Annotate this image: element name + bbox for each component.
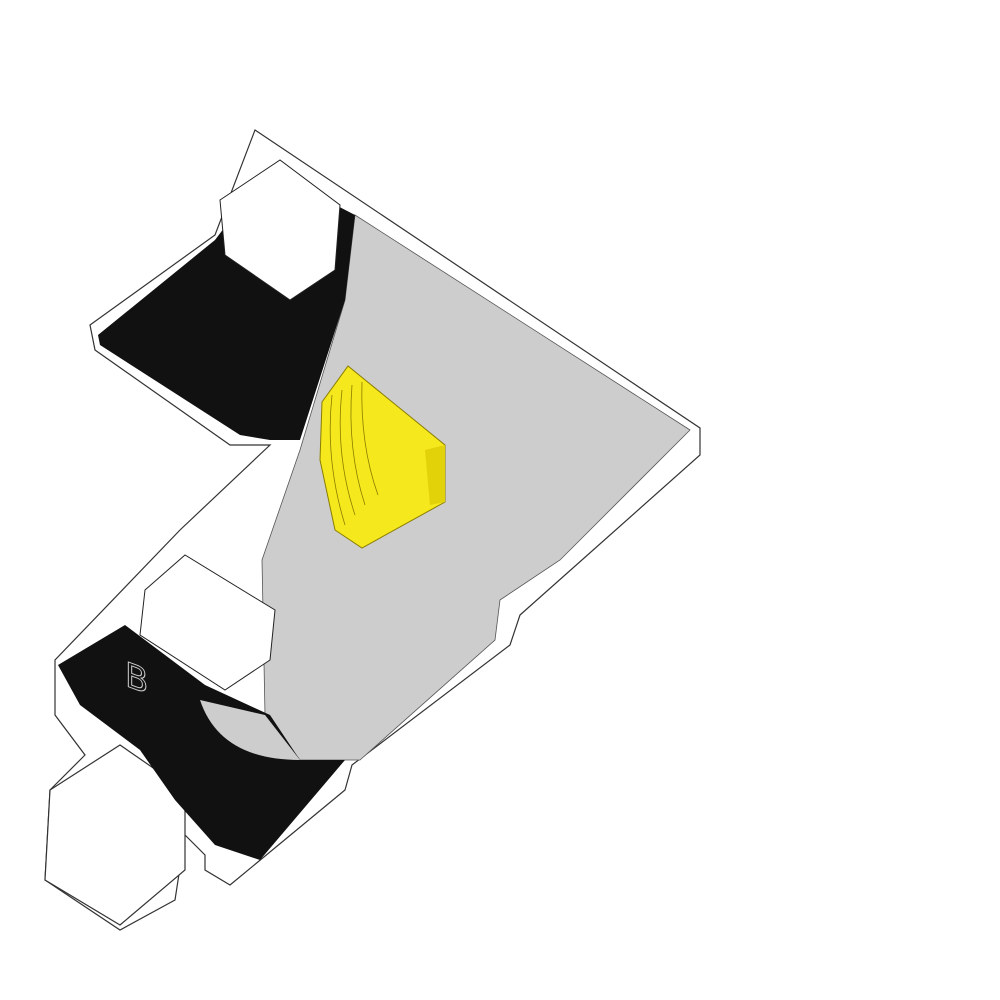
amphitheater-steps (319, 365, 446, 549)
bottom-annex (44, 744, 186, 926)
reception-curve (200, 700, 300, 760)
logo-b: B (125, 655, 148, 703)
meeting-room-boardroom (139, 554, 276, 691)
glass-room-top (219, 159, 341, 301)
dark-lobby-zone (58, 625, 345, 860)
